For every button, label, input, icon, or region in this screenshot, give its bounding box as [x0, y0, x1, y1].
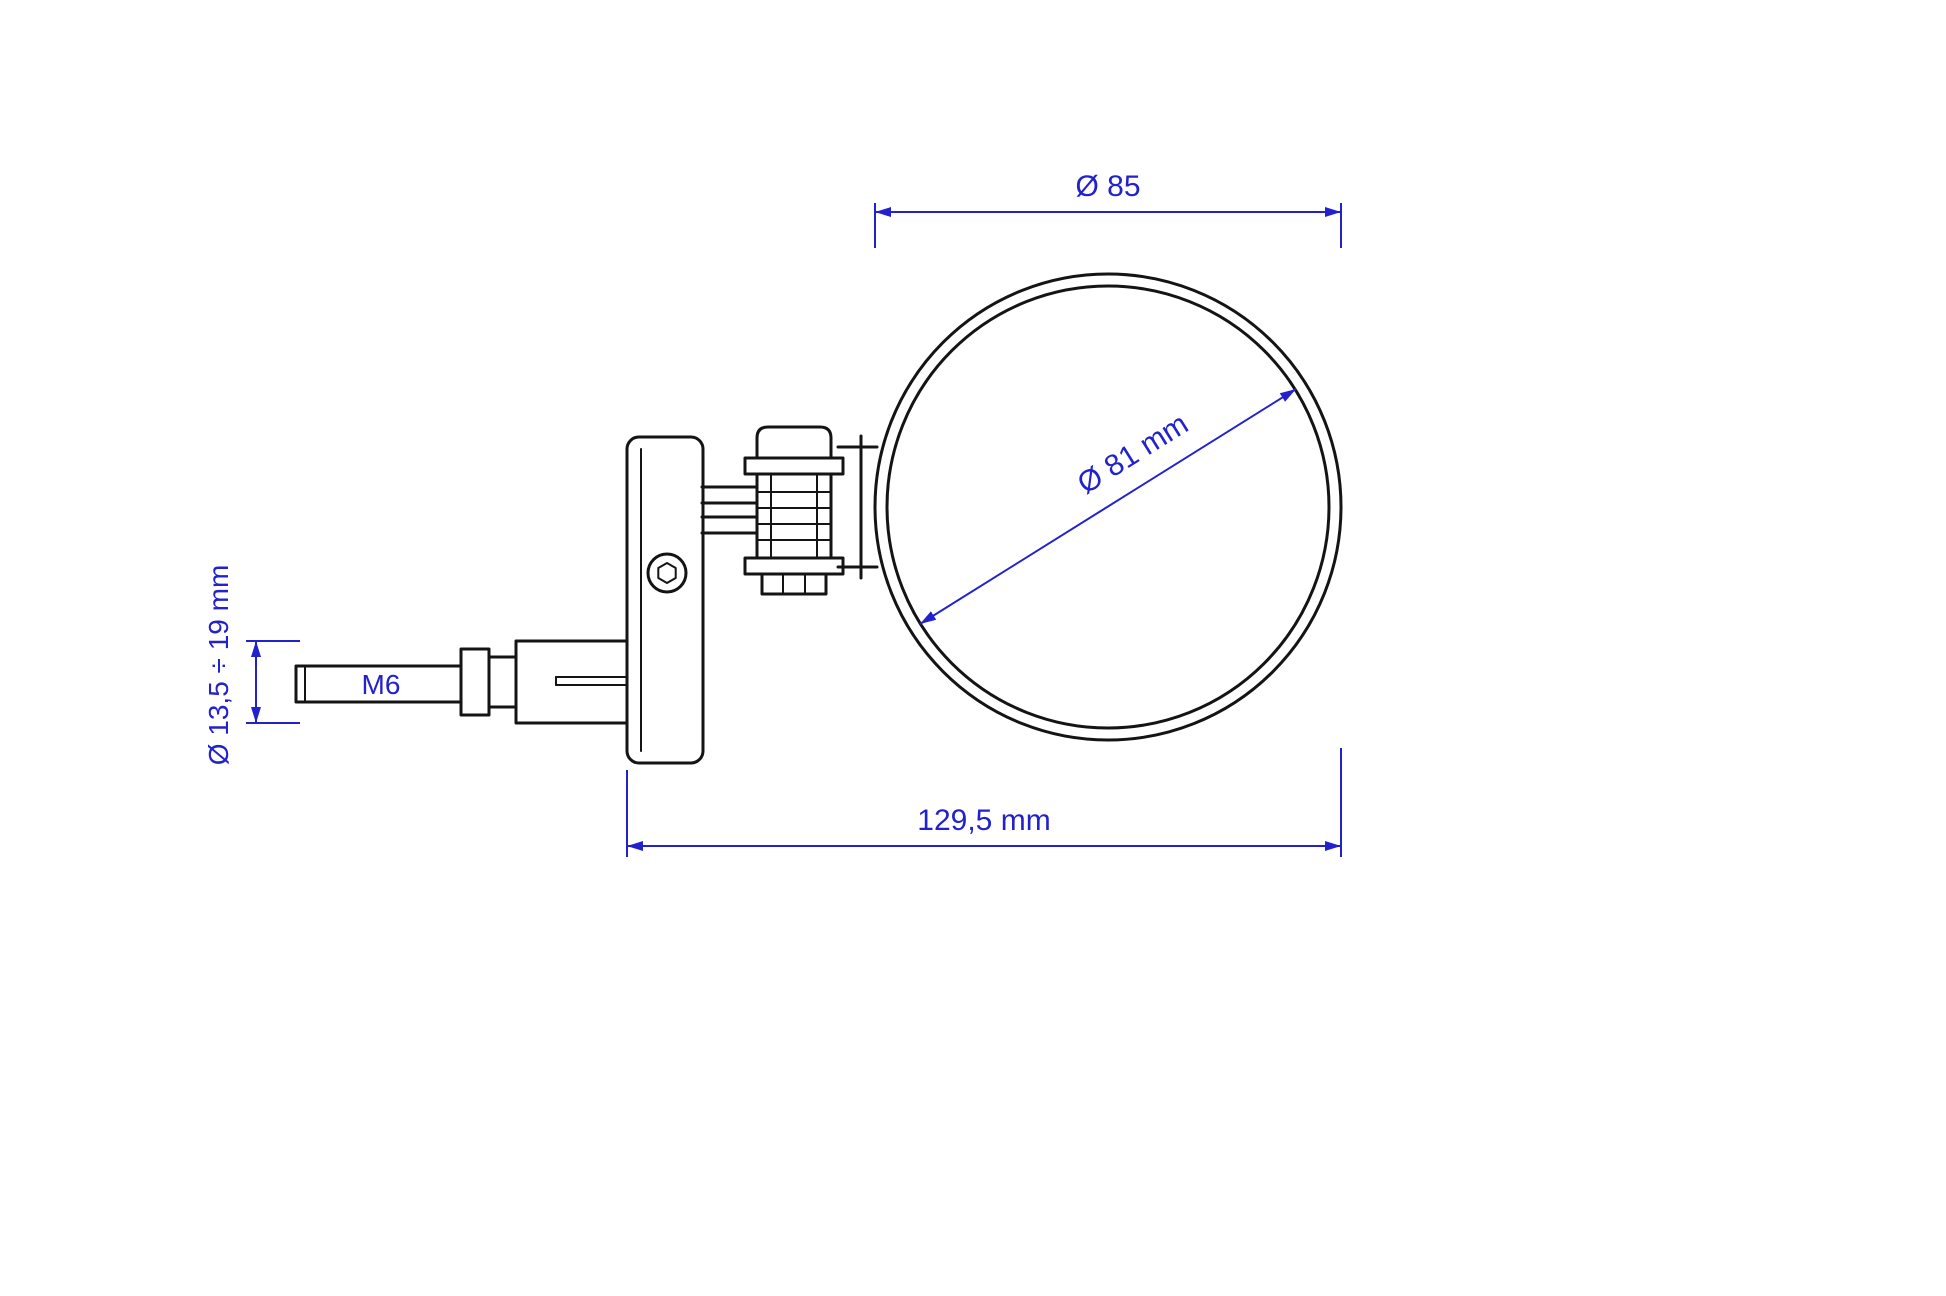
dim-mirror-outer-diameter: Ø 85	[874, 170, 1342, 248]
mount-bracket	[625, 435, 705, 765]
dim-label-overall-length: 129,5 mm	[917, 804, 1050, 837]
socket-screw	[646, 552, 688, 594]
clamp-bolt	[294, 664, 463, 704]
mirror-inner-circle	[885, 284, 1331, 730]
dim-label-mirror-glass-diameter: Ø 81 mm	[1072, 407, 1194, 500]
dim-overall-length: 129,5 mm	[626, 748, 1342, 857]
dim-label-clamp-diameter-range: Ø 13,5 ÷ 19 mm	[203, 565, 234, 766]
fork-arm	[700, 485, 759, 535]
mirror-outline	[873, 272, 1343, 742]
expander-sleeve	[459, 639, 629, 725]
dim-clamp-diameter-range: Ø 13,5 ÷ 19 mm	[203, 565, 300, 766]
socket-screw-hex	[657, 562, 677, 584]
dim-label-mirror-outer-diameter: Ø 85	[1075, 170, 1140, 203]
pivot-joint	[743, 425, 845, 596]
bolt-thread-label: M6	[362, 669, 401, 700]
dim-mirror-glass-diameter: Ø 81 mm	[919, 388, 1297, 625]
mirror-outer-circle	[873, 272, 1343, 742]
